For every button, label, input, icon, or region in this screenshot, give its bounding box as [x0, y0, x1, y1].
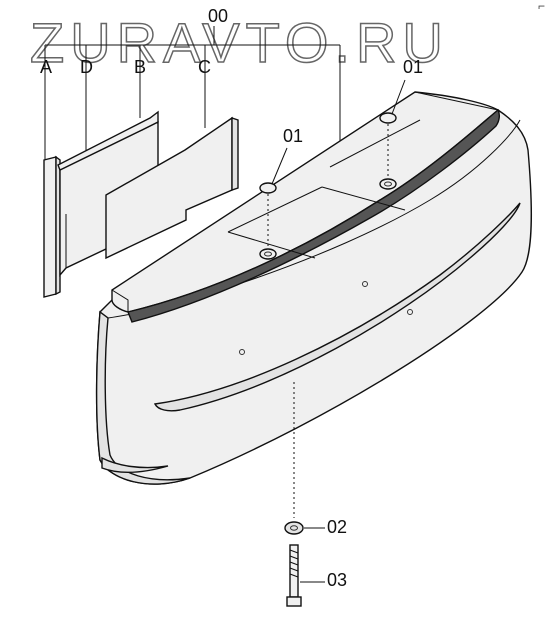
- plate-b: [57, 110, 159, 171]
- watermark-text: ZURAVTO.RU: [30, 11, 449, 74]
- bolt: [286, 544, 325, 607]
- label-assembly-00: 00: [208, 6, 228, 26]
- label-bolt-03: 03: [327, 570, 347, 590]
- hole-1: [239, 349, 245, 355]
- washer: [284, 521, 325, 535]
- plate-a: [43, 155, 61, 298]
- counterweight-body: [95, 108, 533, 485]
- mounting-holes: [239, 281, 413, 355]
- counterweight-top: [111, 91, 501, 323]
- label-plug-left-01: 01: [283, 126, 303, 146]
- hole-3: [407, 309, 413, 315]
- label-part-a: A: [40, 57, 52, 77]
- label-plug-right-01: 01: [403, 57, 423, 77]
- label-washer-02: 02: [327, 517, 347, 537]
- plug-left: [259, 147, 288, 260]
- corner-mark: ⌐: [538, 0, 545, 13]
- hole-2: [362, 281, 368, 287]
- plate-c: [105, 116, 239, 260]
- plug-right: [379, 79, 406, 190]
